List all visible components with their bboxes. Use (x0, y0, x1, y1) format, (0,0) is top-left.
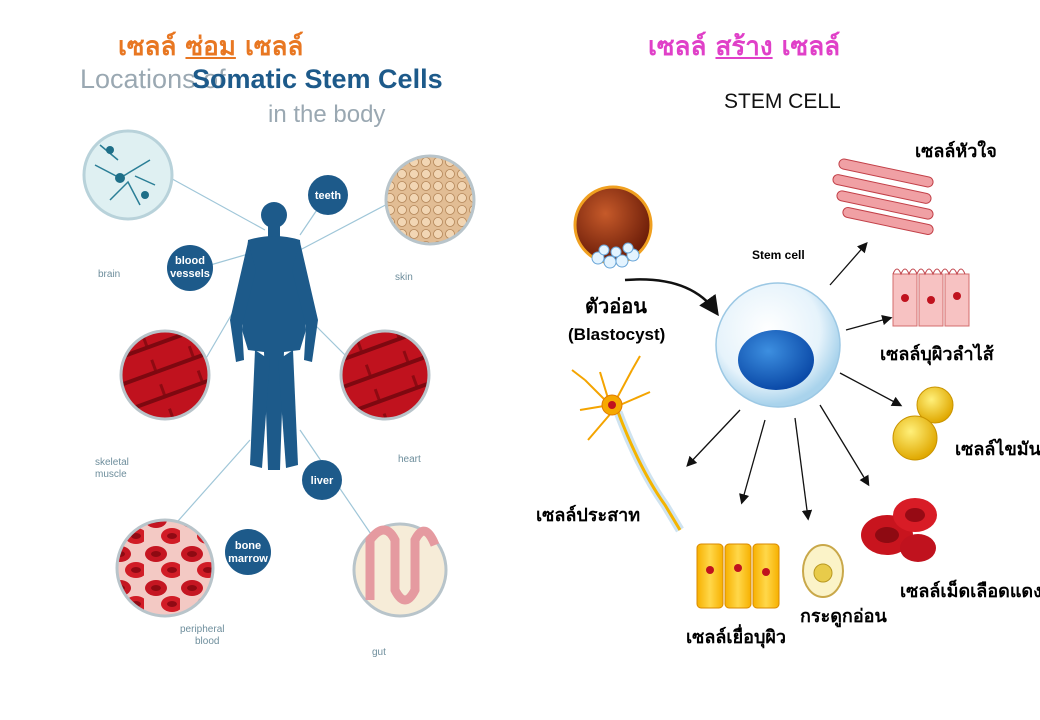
peripheral-blood-tissue-circle (115, 518, 215, 618)
stem-cell-title: STEM CELL (724, 90, 841, 113)
skeletal-muscle-label-2: muscle (95, 469, 127, 480)
liver-label: liver (311, 475, 334, 487)
liver-bubble: liver (302, 460, 342, 500)
red-blood-cell-illustration (861, 498, 937, 562)
cartilage-label: กระดูกอ่อน (800, 606, 887, 628)
right-heading-part3: เซลล์ (781, 32, 841, 62)
left-heading-part2: ซ่อม (185, 32, 236, 62)
nerve-cell-illustration (571, 355, 684, 533)
heart-tissue-circle (339, 329, 431, 421)
heart-label: heart (398, 454, 421, 465)
intestinal-cell-illustration (892, 268, 970, 327)
peripheral-blood-label-1: peripheral (180, 624, 224, 635)
right-heading: เซลล์ สร้าง เซลล์ (648, 26, 840, 67)
left-heading: เซลล์ ซ่อม เซลล์ (118, 26, 303, 67)
teeth-bubble: teeth (308, 175, 348, 215)
left-heading-part1: เซลล์ (118, 32, 177, 62)
blastocyst-illustration (573, 185, 653, 269)
blood-vessels-label-1: blood (175, 255, 205, 267)
epithelial-cell-illustration (696, 543, 780, 609)
blood-vessels-bubble: blood vessels (167, 245, 213, 291)
epithelial-cell-label: เซลล์เยื่อบุผิว (686, 624, 786, 649)
stem-cell-label: Stem cell (752, 248, 805, 262)
somatic-stem-cells-diagram: Locations of Somatic Stem Cells in the b… (80, 64, 476, 658)
teeth-label: teeth (315, 190, 342, 202)
right-heading-part1: เซลล์ (648, 32, 707, 62)
fat-cell-label: เซลล์ไขมัน (955, 438, 1040, 459)
brain-tissue-circle (82, 129, 174, 221)
left-title-main: Somatic Stem Cells (192, 64, 443, 94)
fat-cell-illustration (892, 386, 954, 461)
gut-label: gut (372, 647, 386, 658)
left-heading-part3: เซลล์ (244, 32, 304, 62)
left-title-sub: in the body (268, 101, 385, 128)
skeletal-muscle-tissue-circle (119, 329, 211, 421)
left-title-prefix: Locations of (80, 64, 226, 94)
blood-vessels-label-2: vessels (170, 268, 210, 280)
cartilage-cell-illustration (802, 544, 844, 598)
bone-marrow-label-2: marrow (228, 553, 268, 565)
skeletal-muscle-label-1: skeletal (95, 457, 129, 468)
blastocyst-label-english: (Blastocyst) (568, 325, 665, 344)
blastocyst-label-thai: ตัวอ่อน (585, 296, 647, 318)
skin-label: skin (395, 272, 413, 283)
heart-cell-illustration (832, 158, 934, 236)
skin-tissue-circle (384, 154, 476, 246)
heart-cell-label: เซลล์หัวใจ (915, 140, 997, 161)
bone-marrow-label-1: bone (235, 540, 261, 552)
red-blood-cell-label: เซลล์เม็ดเลือดแดง (900, 579, 1040, 601)
stem-cell-illustration (715, 282, 841, 408)
human-body-silhouette (230, 202, 318, 470)
nerve-cell-label: เซลล์ประสาท (536, 504, 640, 525)
brain-label: brain (98, 269, 120, 280)
peripheral-blood-label-2: blood (195, 636, 219, 647)
bone-marrow-bubble: bone marrow (225, 529, 271, 575)
differentiation-arrows (624, 242, 903, 521)
right-heading-part2: สร้าง (715, 32, 773, 62)
intestinal-cell-label: เซลล์บุผิวลำไส้ (880, 343, 995, 366)
gut-tissue-circle (352, 522, 448, 618)
